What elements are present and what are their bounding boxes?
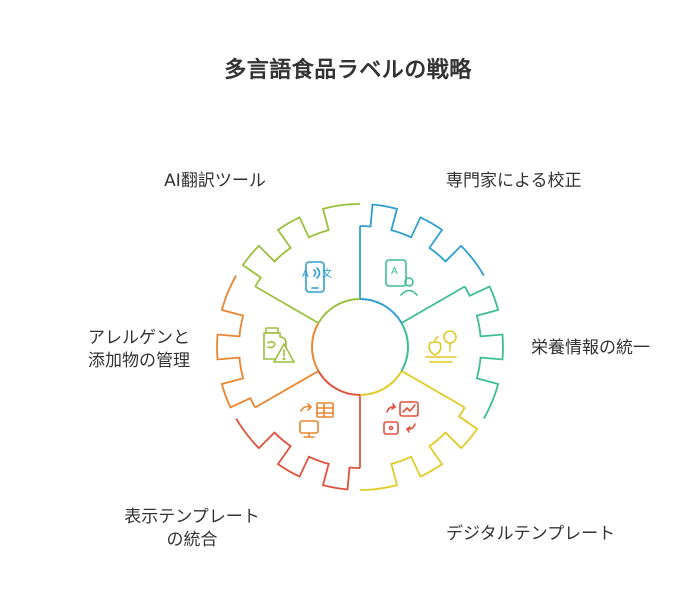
display-template-icon xyxy=(299,402,334,438)
expert-document-icon: A xyxy=(385,259,418,296)
label-allergen-line1: アレルゲンと xyxy=(88,328,190,348)
allergen-warning-icon xyxy=(263,327,295,363)
label-expert-proofreading: 専門家による校正 xyxy=(446,171,582,191)
hub-arc-5 xyxy=(311,322,320,372)
gear-segment-outline-6 xyxy=(241,203,361,287)
label-allergen-line2: 添加物の管理 xyxy=(88,351,190,371)
nutrition-scale-icon xyxy=(425,330,457,363)
gear-segment-outline-2 xyxy=(464,285,504,419)
svg-text:A: A xyxy=(302,269,309,280)
hub-arc-2 xyxy=(400,322,409,372)
segment-dividers xyxy=(254,226,466,468)
label-ai-translation: AI翻訳ツール xyxy=(164,171,266,191)
segment-divider-6 xyxy=(254,285,319,324)
hub-arc-4 xyxy=(317,370,361,396)
label-display-template-line2: の統合 xyxy=(166,530,218,550)
label-nutrition-unification: 栄養情報の統一 xyxy=(531,338,650,358)
svg-text:文: 文 xyxy=(322,267,332,280)
segment-divider-2 xyxy=(401,285,466,324)
gear-segment-outline-4 xyxy=(235,418,361,491)
label-digital-template: デジタルテンプレート xyxy=(446,524,616,544)
hub-arc-1 xyxy=(359,298,403,324)
label-display-template-line1: 表示テンプレート xyxy=(124,507,260,527)
gear-segment-outline-3 xyxy=(359,407,479,491)
segment-divider-3 xyxy=(401,370,466,409)
segment-divider-5 xyxy=(254,370,319,409)
svg-text:A: A xyxy=(391,266,398,277)
diagram-title: 多言語食品ラベルの戦略 xyxy=(224,58,472,83)
gear-segment-outline-1 xyxy=(359,203,485,276)
hub-arc-6 xyxy=(317,298,361,324)
gear-segment-outline-5 xyxy=(216,275,256,409)
hub-arc-3 xyxy=(359,370,403,396)
label-allergen-management: アレルゲンと 添加物の管理 xyxy=(50,327,190,373)
translate-phone-icon: A 文 xyxy=(302,261,332,293)
digital-template-icon xyxy=(383,401,419,435)
gear-outline xyxy=(216,203,504,491)
label-display-template-integration: 表示テンプレート の統合 xyxy=(104,506,280,552)
hub-fill xyxy=(312,299,408,395)
gear-hub xyxy=(311,298,409,396)
